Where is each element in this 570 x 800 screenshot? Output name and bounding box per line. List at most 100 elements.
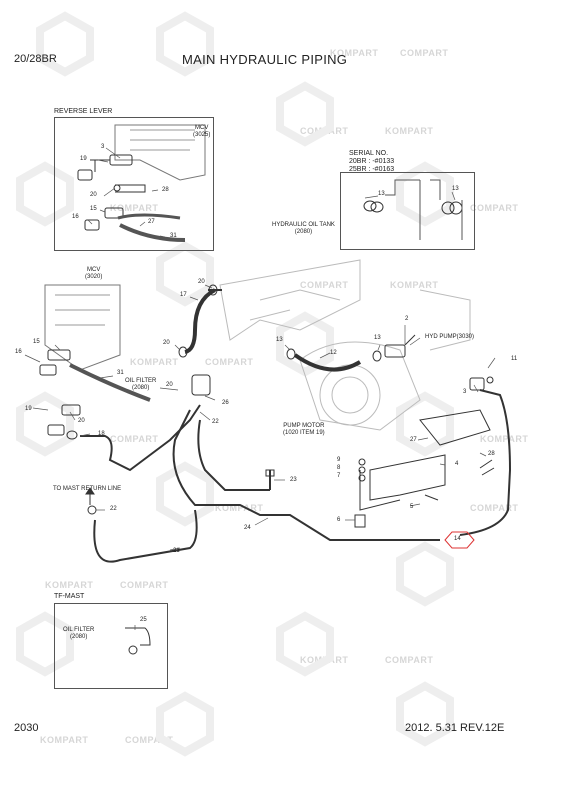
pipe-12 <box>293 353 362 372</box>
part-callout: 13 <box>378 191 385 197</box>
watermark-text: COMPART <box>120 580 169 590</box>
part-callout: 7 <box>337 473 341 479</box>
watermark-text: COMPART <box>110 434 159 444</box>
machinery-outline <box>219 259 471 431</box>
watermark-text: COMPART <box>205 357 254 367</box>
watermark-row: KOMPART COMPART <box>0 48 570 60</box>
watermark-text: KOMPART <box>40 735 89 745</box>
serial-line-2: 25BR : -#0163 <box>349 166 395 173</box>
reverse-lever-art <box>77 124 206 242</box>
leader-lines <box>24 147 496 630</box>
watermark-row: KOMPART COMPART <box>0 203 570 215</box>
watermark-row: KOMPART COMPART <box>0 580 570 592</box>
watermark-text: KOMPART <box>130 357 179 367</box>
reverse-lever-box <box>54 117 214 251</box>
part-callout: 20 <box>78 418 85 424</box>
part-callout: 13 <box>276 337 283 343</box>
callout-hexagon-14 <box>444 531 475 549</box>
pipe-18 <box>80 404 201 472</box>
part-callout: 3 <box>463 389 467 395</box>
part-callout: 22 <box>212 419 219 425</box>
part-callout: 16 <box>72 214 79 220</box>
watermark-text: COMPART <box>125 735 174 745</box>
part-callout: 13 <box>452 186 459 192</box>
watermark-text: KOMPART <box>330 48 379 58</box>
serial-line-1: 20BR : -#0133 <box>349 158 395 165</box>
revision-date: 2012. 5.31 REV.12E <box>405 722 505 734</box>
part-callout: 27 <box>148 219 155 225</box>
pipe-21-return <box>93 509 198 563</box>
oil-filter-label: OIL FILTER (2080) <box>125 378 157 391</box>
watermark-text: KOMPART <box>390 280 439 290</box>
to-mast-label: TO MAST RETURN LINE <box>53 486 122 492</box>
part-callout: 20 <box>90 192 97 198</box>
watermark-row: KOMPART COMPART <box>0 735 570 747</box>
part-callout: 19 <box>80 156 87 162</box>
watermark-text: KOMPART <box>385 126 434 136</box>
part-callout: 22 <box>110 506 117 512</box>
part-callout: 20 <box>198 279 205 285</box>
part-callout: 28 <box>488 451 495 457</box>
part-callout: 20 <box>163 340 170 346</box>
pipe-pump-return <box>459 389 512 536</box>
model-label: 20/28BR <box>14 53 57 65</box>
part-callout: 19 <box>25 406 32 412</box>
serial-box-art <box>363 179 463 240</box>
watermark-row: KOMPART COMPART <box>0 434 570 446</box>
hose-31 <box>69 363 151 402</box>
tf-mast-box <box>54 603 168 689</box>
part-callout: 23 <box>290 477 297 483</box>
part-callout: 31 <box>117 370 124 376</box>
tf-mast-art <box>125 627 151 646</box>
main-mcv-art <box>39 284 121 440</box>
part-callout: 3 <box>101 144 105 150</box>
part-callout: 8 <box>337 465 341 471</box>
watermark-text: KOMPART <box>215 503 264 513</box>
page-number: 2030 <box>14 722 39 734</box>
page-title: MAIN HYDRAULIC PIPING <box>182 52 348 67</box>
watermark-text: COMPART <box>400 48 449 58</box>
watermark-text: COMPART <box>470 203 519 213</box>
part-callout: 24 <box>244 525 251 531</box>
pipe-17 <box>184 288 216 354</box>
part-callout: 5 <box>410 504 414 510</box>
reverse-lever-mcv-label: MCV (3025) <box>193 125 211 138</box>
watermark-text: COMPART <box>385 655 434 665</box>
part-callout: 12 <box>330 350 337 356</box>
part-callout: 13 <box>374 335 381 341</box>
part-callout: 27 <box>410 437 417 443</box>
part-callout: 26 <box>222 400 229 406</box>
part-callout: 28 <box>162 187 169 193</box>
watermark-text: KOMPART <box>110 203 159 213</box>
pipe-21-main <box>172 409 440 541</box>
serial-title: SERIAL NO. <box>349 150 389 157</box>
part-callout: 4 <box>455 461 459 467</box>
part-callout: 15 <box>90 206 97 212</box>
part-callout: 2 <box>405 316 409 322</box>
hyd-pump-label: HYD PUMP(3030) <box>425 334 475 340</box>
part-callout: 15 <box>33 339 40 345</box>
part-callout: 9 <box>337 457 341 463</box>
part-callout: 31 <box>170 233 177 239</box>
pump-motor-label: PUMP MOTOR (1020 ITEM 19) <box>283 423 325 436</box>
part-callout: 25 <box>140 617 147 623</box>
watermark-text: COMPART <box>300 280 349 290</box>
watermark-row: KOMPART COMPART <box>0 357 570 369</box>
part-callout: 6 <box>337 517 341 523</box>
part-callout: 20 <box>166 382 173 388</box>
part-callout: 17 <box>180 292 187 298</box>
part-callout: 16 <box>15 349 22 355</box>
watermark-row: KOMPART COMPART <box>0 503 570 515</box>
watermark-text: KOMPART <box>480 434 529 444</box>
hydraulic-oil-tank-label: HYDRAULIC OIL TANK (2080) <box>272 222 335 235</box>
tf-mast-oil-filter-label: OIL FILTER (2080) <box>63 627 95 640</box>
tf-mast-title: TF-MAST <box>54 593 85 600</box>
part-callout: 14 <box>454 536 461 542</box>
watermark-text: KOMPART <box>45 580 94 590</box>
part-callout: 21 <box>173 548 180 554</box>
watermark-row: KOMPART COMPART <box>0 280 570 292</box>
watermark-text: COMPART <box>470 503 519 513</box>
part-callout: 18 <box>98 431 105 437</box>
serial-box <box>340 172 475 250</box>
